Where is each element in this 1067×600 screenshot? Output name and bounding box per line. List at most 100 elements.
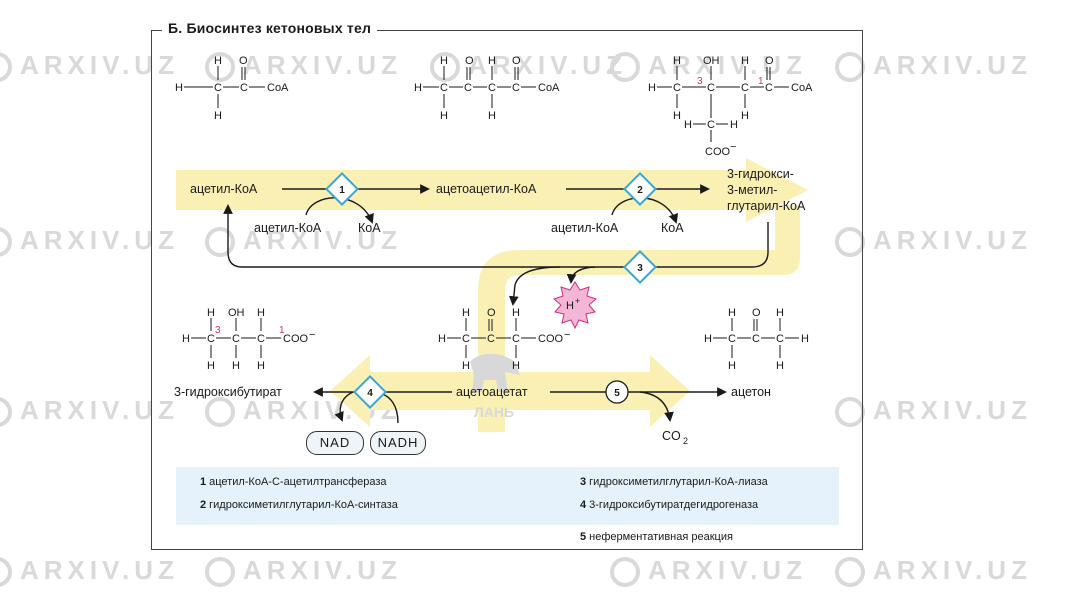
svg-text:H: H: [438, 333, 446, 345]
label-hydroxybutyrate: 3-гидроксибутират: [174, 385, 282, 399]
structure-acetyl-coa: H C C CoA H O H: [175, 55, 289, 122]
label-hmg-coa-1: 3-гидрокси-: [727, 167, 794, 181]
figure-title: Б. Биосинтез кетоновых тел: [162, 20, 378, 36]
svg-text:H: H: [728, 360, 736, 372]
svg-text:C: C: [707, 82, 715, 94]
legend-box: [176, 467, 839, 525]
watermark: ARXIV.UZ: [610, 50, 807, 83]
svg-text:H: H: [462, 360, 470, 372]
watermark: ARXIV.UZ: [610, 555, 807, 588]
svg-text:H: H: [776, 360, 784, 372]
svg-text:CoA: CoA: [538, 82, 560, 94]
svg-text:O: O: [487, 307, 496, 319]
svg-text:5: 5: [614, 388, 620, 399]
enzyme-step-2: 2: [623, 172, 657, 206]
cosubstrate-co2: CO: [662, 429, 681, 443]
structure-acetone: H C C C H H O H H H: [704, 307, 809, 372]
watermark: ARXIV.UZ: [835, 395, 1032, 428]
svg-text:+: +: [575, 296, 580, 306]
structure-hmg-coa: H C C C C CoA H OH H O H H H C H COO− 3 …: [648, 55, 813, 158]
svg-text:OH: OH: [228, 307, 245, 319]
svg-text:C: C: [776, 333, 784, 345]
svg-text:H: H: [488, 110, 496, 122]
watermark-logo-icon: [430, 52, 460, 83]
watermark-logo-icon: [835, 52, 865, 83]
label-acetyl-coa: ацетил-КоА: [190, 182, 258, 196]
svg-text:H: H: [175, 82, 183, 94]
svg-text:C: C: [752, 333, 760, 345]
svg-text:H: H: [776, 307, 784, 319]
svg-text:C: C: [765, 82, 773, 94]
svg-text:H: H: [462, 307, 470, 319]
svg-text:C: C: [240, 82, 248, 94]
svg-text:H: H: [648, 82, 656, 94]
svg-text:O: O: [512, 55, 521, 67]
watermark: ARXIV.UZ: [0, 50, 179, 83]
svg-text:C: C: [741, 82, 749, 94]
svg-text:H: H: [741, 110, 749, 122]
svg-text:C: C: [207, 333, 215, 345]
svg-text:H: H: [704, 333, 712, 345]
structure-hydroxybutyrate: H C C C COO− H OH H H H H 3 1: [182, 307, 315, 372]
watermark: ARXIV.UZ: [835, 50, 1032, 83]
svg-text:H: H: [801, 333, 809, 345]
svg-text:−: −: [309, 329, 315, 341]
cosubstrate-coa-1: КоА: [358, 221, 381, 235]
svg-text:−: −: [564, 329, 570, 341]
svg-text:H: H: [207, 307, 215, 319]
watermark-logo-icon: [205, 227, 235, 258]
watermark-logo-icon: [205, 397, 235, 428]
svg-text:4: 4: [367, 388, 373, 399]
svg-text:C: C: [707, 119, 715, 131]
label-acetoacetate: ацетоацетат: [456, 385, 528, 399]
svg-text:C: C: [464, 82, 472, 94]
watermark-logo-icon: [205, 557, 235, 588]
watermark-logo-icon: [835, 227, 865, 258]
svg-text:ЛАНЬ: ЛАНЬ: [474, 404, 514, 420]
svg-text:H: H: [730, 119, 738, 131]
svg-text:C: C: [440, 82, 448, 94]
svg-text:H: H: [741, 55, 749, 67]
watermark: ARXIV.UZ: [0, 225, 179, 258]
watermark: ARXIV.UZ: [0, 395, 179, 428]
enzyme-step-4: 4: [353, 375, 387, 409]
svg-text:H: H: [414, 82, 422, 94]
svg-text:C: C: [728, 333, 736, 345]
svg-text:H: H: [257, 360, 265, 372]
svg-text:3: 3: [697, 76, 703, 87]
svg-text:1: 1: [279, 325, 285, 336]
structure-acetoacetyl-coa: H C C C C CoA H O H O H H: [414, 55, 560, 122]
svg-text:H: H: [512, 360, 520, 372]
svg-text:C: C: [512, 333, 520, 345]
pathway-band: [176, 158, 808, 432]
svg-text:C: C: [232, 333, 240, 345]
publisher-logo: ЛАНЬ: [470, 353, 520, 420]
watermark: ARXIV.UZ: [205, 555, 402, 588]
svg-text:O: O: [765, 55, 774, 67]
proton-starburst: H +: [553, 281, 597, 330]
svg-text:H: H: [566, 300, 574, 312]
label-acetone: ацетон: [731, 385, 771, 399]
svg-text:C: C: [487, 333, 495, 345]
nad-pill: NAD: [306, 431, 364, 455]
svg-text:C: C: [512, 82, 520, 94]
enzyme-step-1: 1: [325, 172, 359, 206]
svg-text:COO: COO: [538, 333, 564, 345]
svg-text:H: H: [214, 55, 222, 67]
label-acetoacetyl-coa: ацетоацетил-КоА: [436, 182, 537, 196]
svg-text:H: H: [440, 55, 448, 67]
svg-text:C: C: [673, 82, 681, 94]
svg-text:3: 3: [215, 325, 221, 336]
svg-text:H: H: [728, 307, 736, 319]
watermark: ARXIV.UZ: [0, 555, 179, 588]
label-hmg-coa-3: глутарил-КоА: [727, 199, 806, 213]
svg-text:H: H: [512, 307, 520, 319]
svg-text:COO: COO: [705, 146, 731, 158]
svg-text:CoA: CoA: [267, 82, 289, 94]
svg-text:2: 2: [637, 185, 643, 196]
svg-text:H: H: [232, 360, 240, 372]
watermark: ARXIV.UZ: [835, 225, 1032, 258]
